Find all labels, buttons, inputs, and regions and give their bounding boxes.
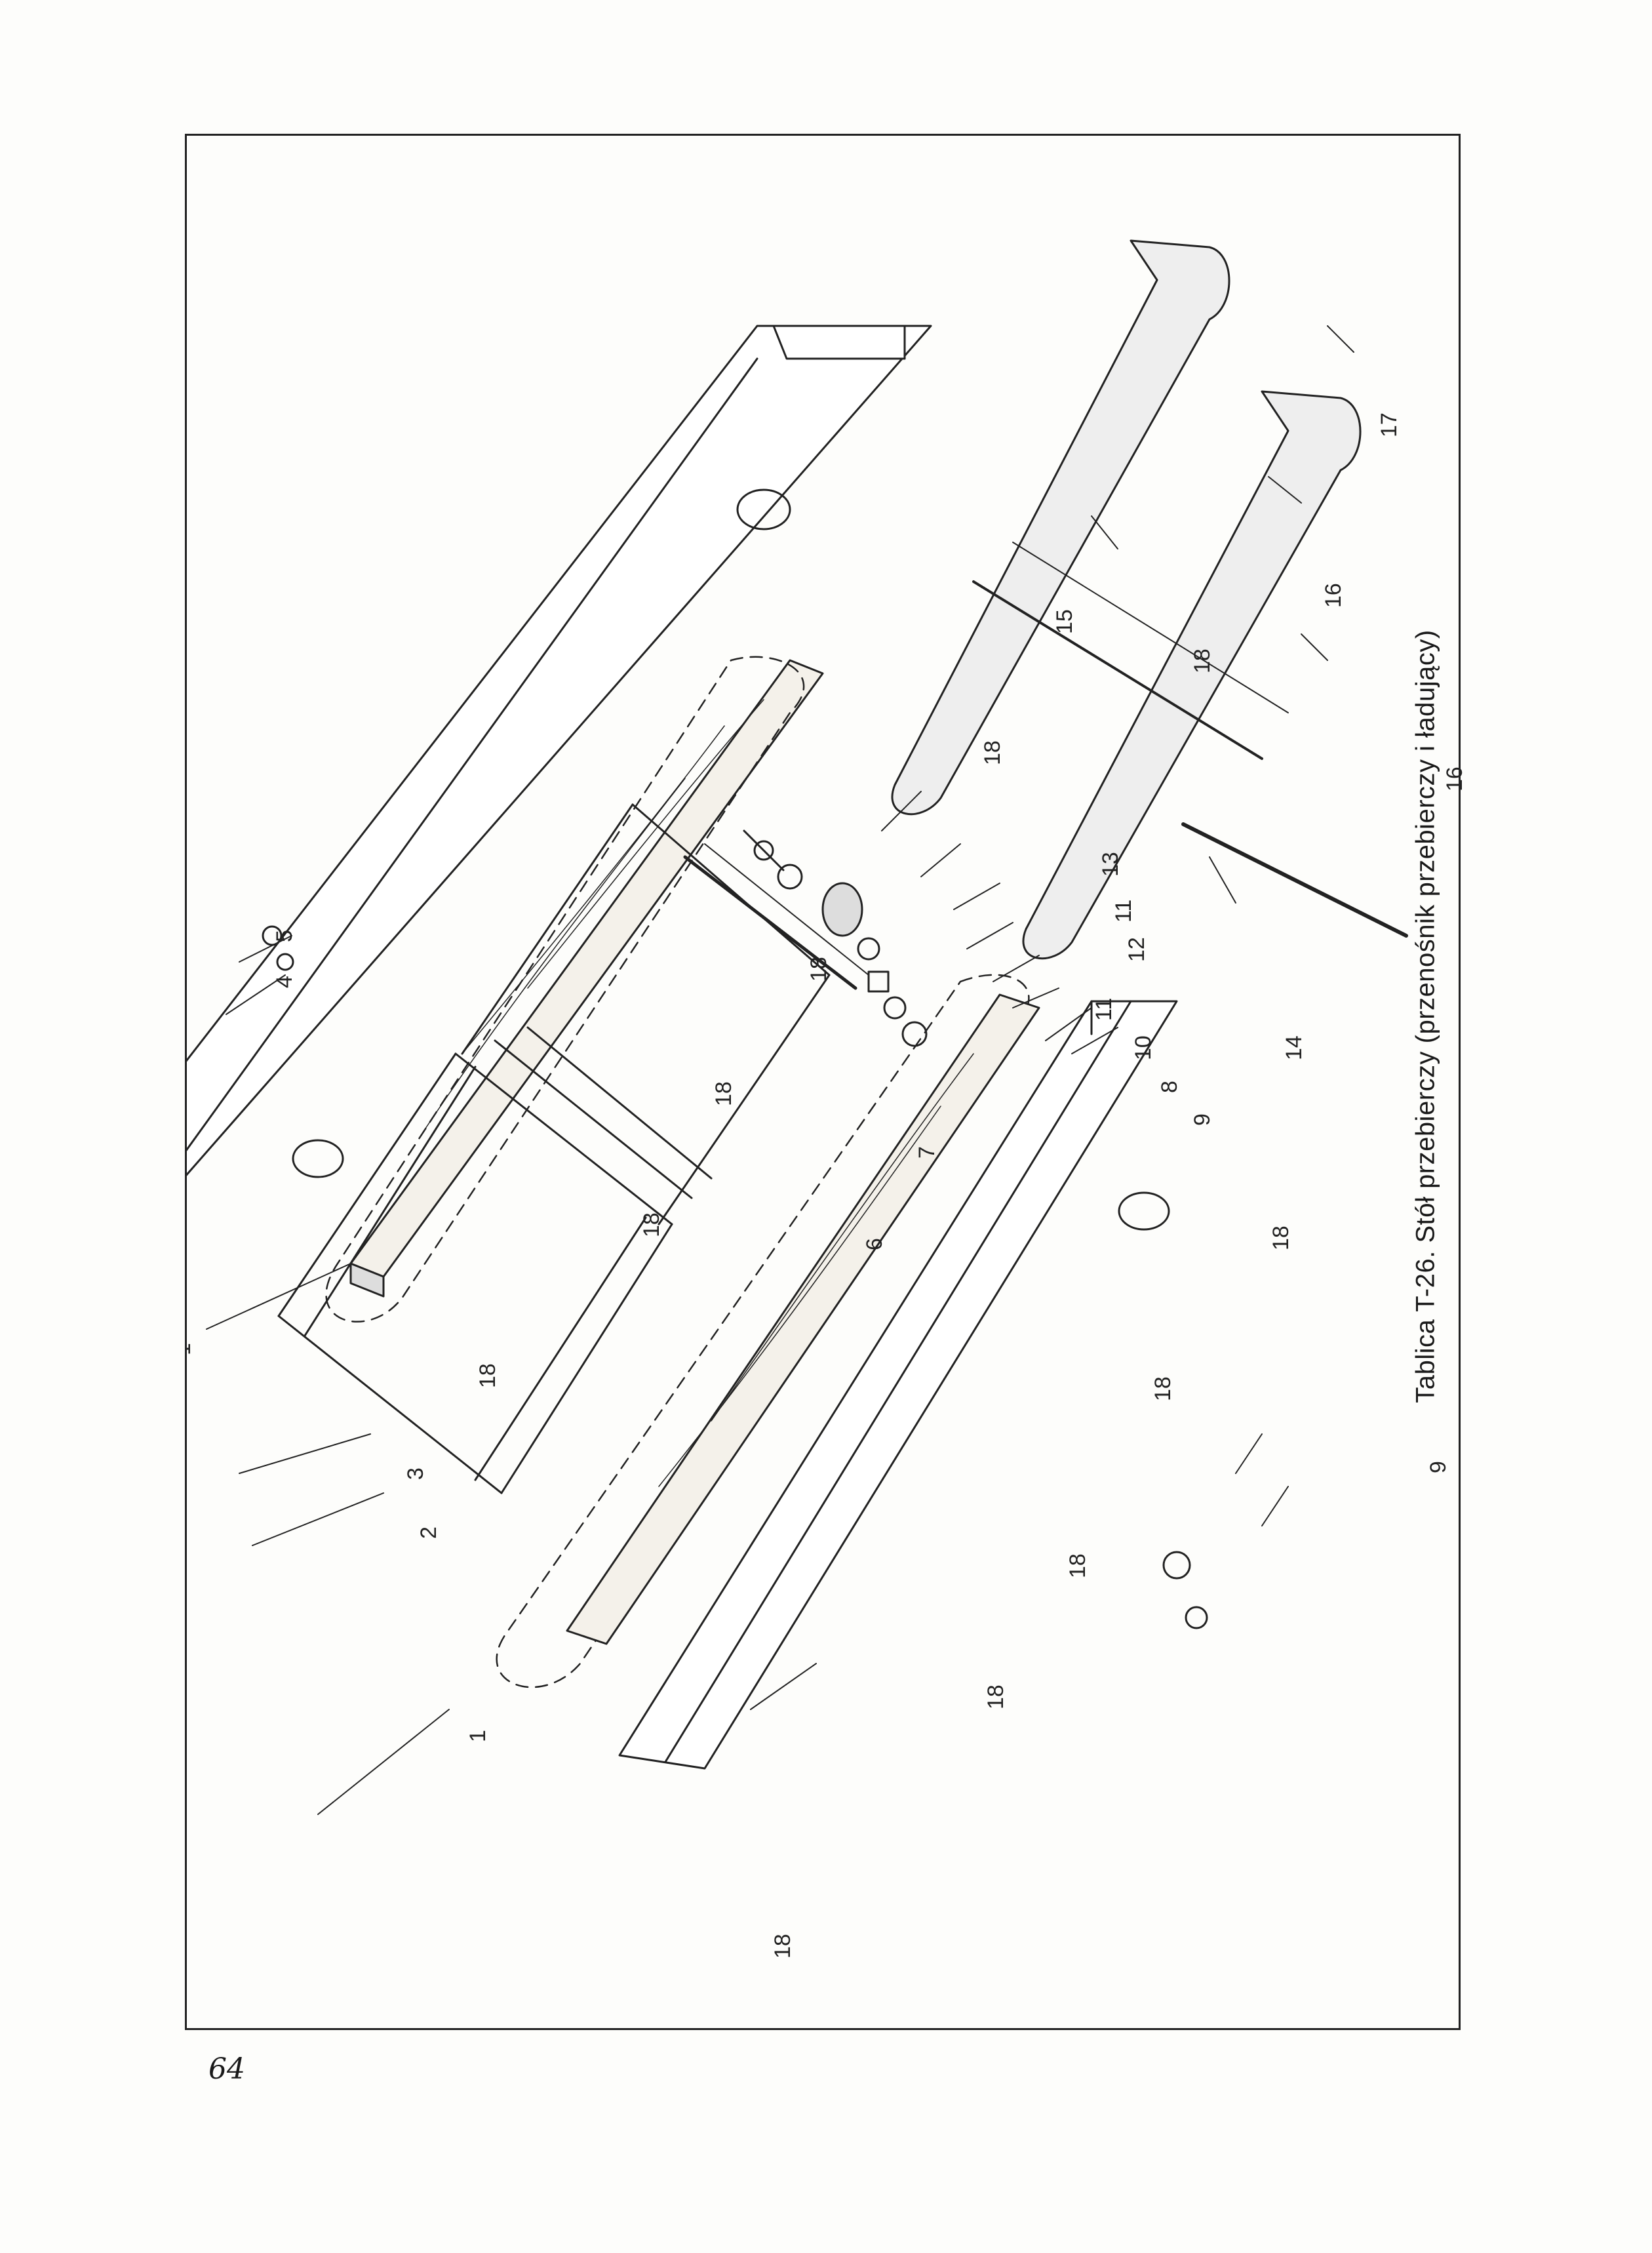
callout-5: 5	[272, 930, 297, 942]
callout-1: 1	[187, 1343, 195, 1355]
figure-frame: 1 1 2 3 4 5 6 7 8 8 9 9 10 11 11 12 13 1…	[185, 134, 1463, 2030]
callout-18: 18	[806, 957, 831, 982]
callout-18: 18	[711, 1081, 736, 1106]
loading-conveyor	[891, 239, 1408, 960]
callout-2: 2	[416, 1526, 441, 1539]
callout-11: 11	[1111, 900, 1136, 923]
upper-rail-hole	[292, 1139, 344, 1178]
callout-8: 8	[1157, 1081, 1182, 1093]
callout-1: 1	[465, 1730, 490, 1742]
callout-17: 17	[1377, 412, 1402, 437]
lower-rail-hole	[1118, 1191, 1170, 1231]
callout-labels: 1 1 2 3 4 5 6 7 8 8 9 9 10 11 11 12 13 1…	[187, 412, 1463, 1959]
callout-3: 3	[403, 1467, 428, 1480]
callout-18: 18	[1268, 1226, 1293, 1250]
callout-14: 14	[1282, 1035, 1307, 1060]
callout-18: 18	[1150, 1376, 1175, 1401]
hardware-stack	[262, 829, 1208, 1629]
upper-wooden-board	[349, 659, 824, 1298]
figure-caption: Tablica T-26. Stół przebierczy (przenośn…	[1411, 629, 1440, 1403]
upper-rail-hole	[736, 488, 791, 530]
upper-side-rail	[187, 325, 932, 1178]
callout-18: 18	[639, 1212, 664, 1237]
callout-4: 4	[272, 976, 297, 988]
callout-16: 16	[1321, 583, 1346, 608]
callout-18: 18	[770, 1934, 795, 1959]
page-number: 64	[208, 2052, 245, 2086]
callout-16: 16	[1442, 767, 1463, 791]
leader-lines	[206, 325, 1354, 1815]
lower-side-rail	[618, 1000, 1178, 1770]
callout-13: 13	[1098, 852, 1123, 877]
callout-11: 11	[1092, 998, 1116, 1021]
callout-10: 10	[1131, 1035, 1156, 1060]
rod-frame	[461, 803, 869, 1226]
lower-wooden-board	[566, 993, 1040, 1645]
callout-18: 18	[475, 1363, 500, 1388]
callout-18: 18	[1190, 648, 1215, 673]
conveyor-outline-dashed	[496, 974, 1030, 1688]
callout-18: 18	[983, 1685, 1008, 1709]
slat-belt	[277, 1026, 713, 1494]
callout-12: 12	[1124, 937, 1149, 962]
callout-7: 7	[914, 1146, 939, 1159]
callout-15: 15	[1052, 609, 1077, 634]
exploded-assembly-drawing: 1 1 2 3 4 5 6 7 8 8 9 9 10 11 11 12 13 1…	[187, 239, 1463, 1959]
callout-18: 18	[980, 740, 1005, 765]
callout-9: 9	[1190, 1113, 1215, 1126]
callout-18: 18	[1065, 1553, 1090, 1578]
callout-6: 6	[862, 1238, 887, 1250]
callout-9: 9	[1426, 1461, 1451, 1473]
